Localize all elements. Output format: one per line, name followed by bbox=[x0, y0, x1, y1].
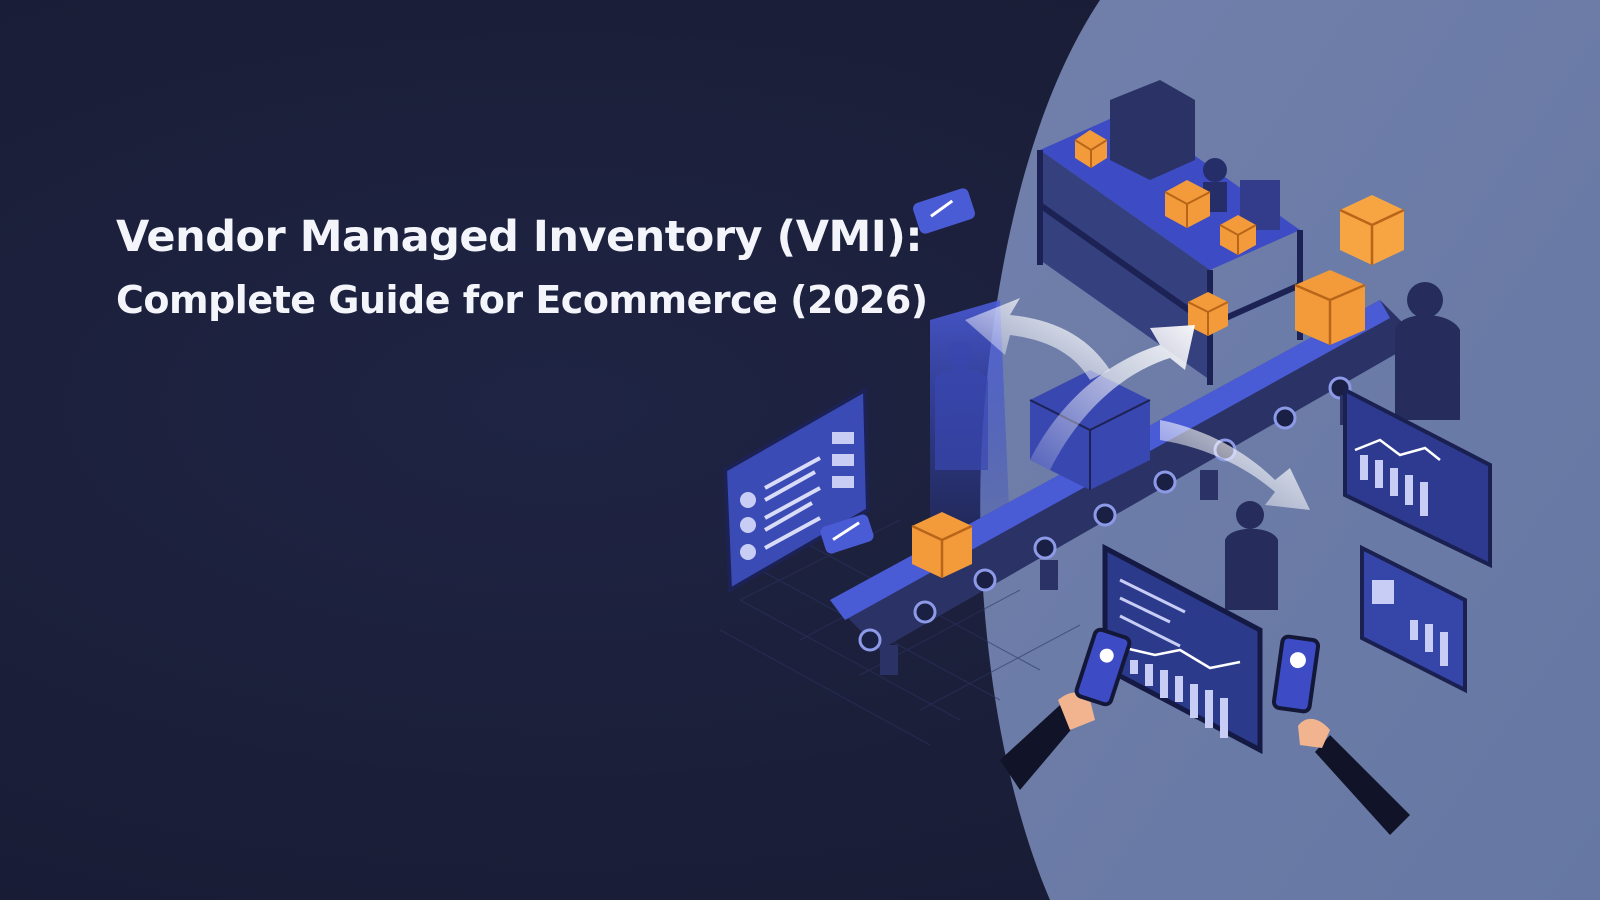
person-silhouette-icon bbox=[1225, 282, 1460, 610]
arrow-icon bbox=[965, 298, 1310, 510]
smartphone-icon bbox=[1000, 627, 1410, 835]
dashboard-icon bbox=[1102, 386, 1492, 755]
parcel-icon bbox=[911, 130, 1405, 578]
dashboard-icon bbox=[722, 386, 871, 594]
chat-bubble-icon bbox=[820, 188, 975, 554]
headline-line-1: Vendor Managed Inventory (VMI): bbox=[116, 212, 923, 262]
headline: Vendor Managed Inventory (VMI): Complete… bbox=[116, 205, 928, 331]
headline-line-2: Complete Guide for Ecommerce (2026) bbox=[116, 278, 928, 322]
